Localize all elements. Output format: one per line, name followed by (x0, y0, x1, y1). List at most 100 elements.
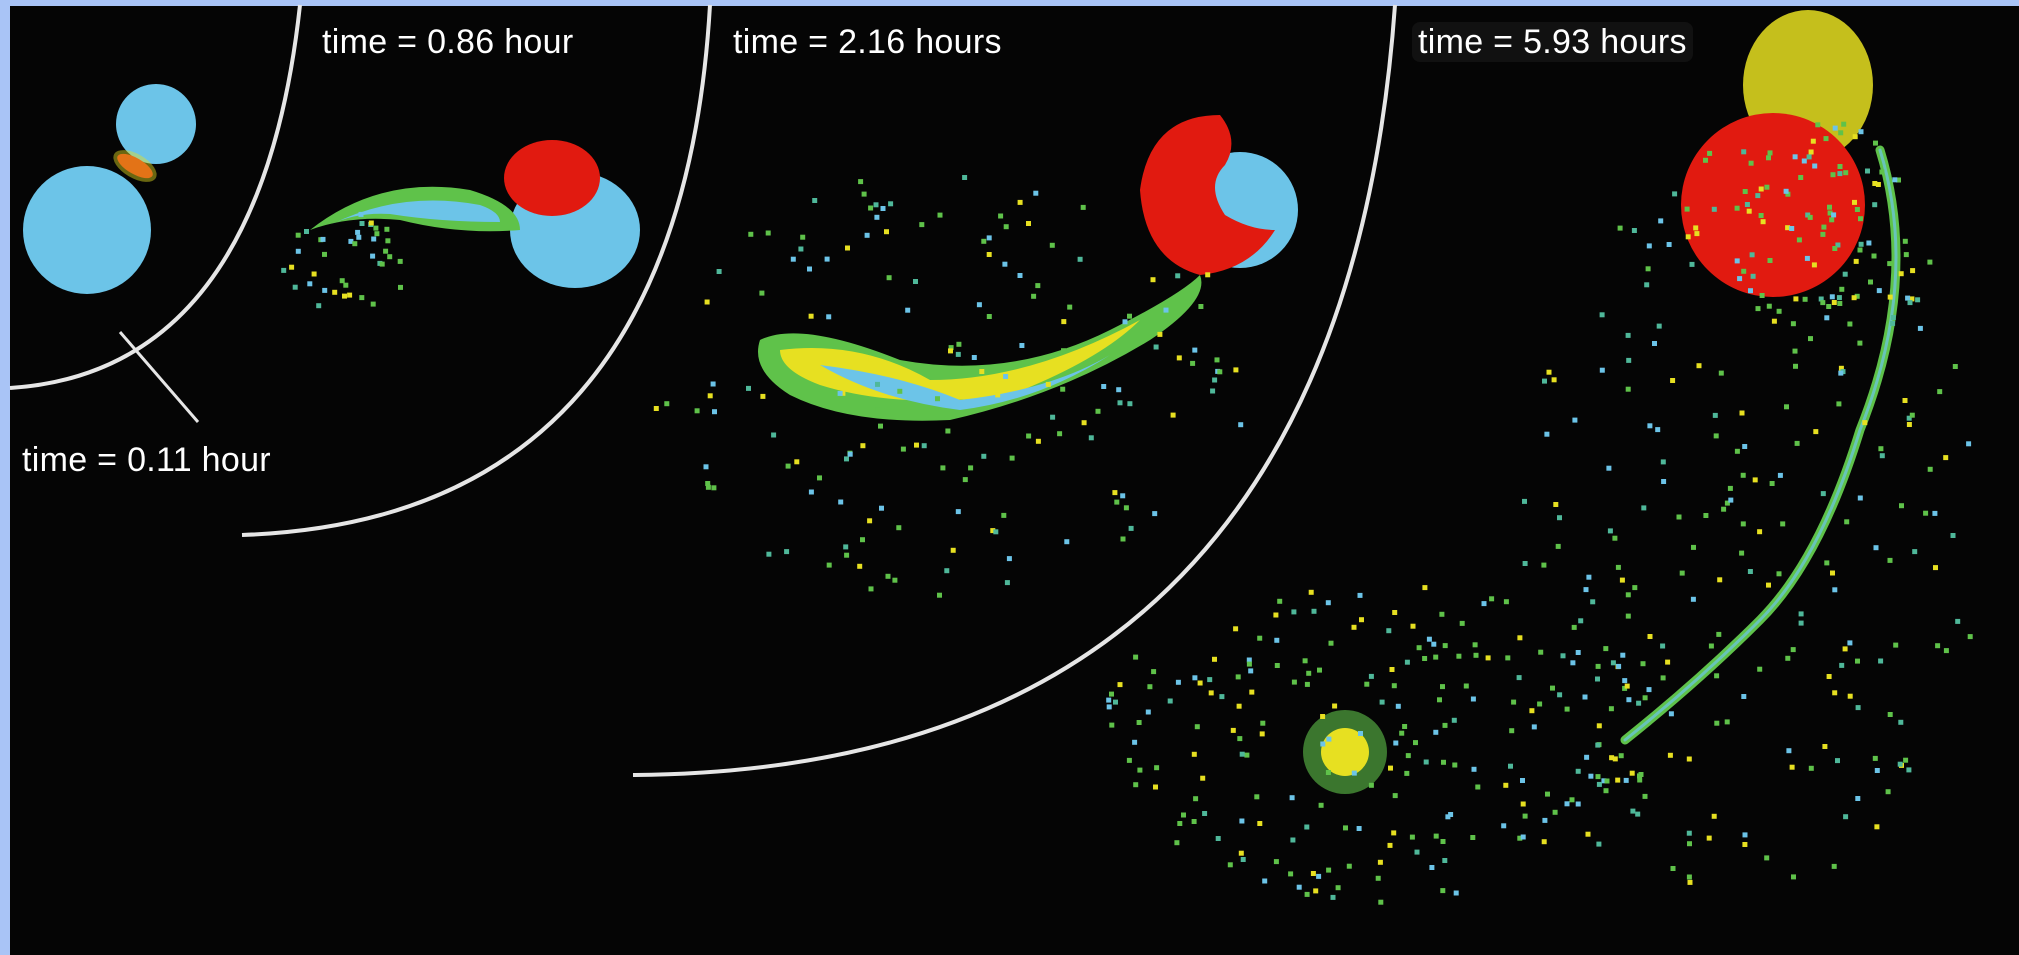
particle (1327, 747, 1333, 753)
particle (355, 229, 361, 235)
particle (1851, 295, 1857, 301)
particle (1644, 282, 1650, 288)
particle (1217, 369, 1223, 375)
particle (1793, 363, 1798, 369)
particle (1757, 529, 1763, 535)
particle (1789, 226, 1795, 231)
particle (1582, 694, 1588, 700)
particle (1892, 177, 1898, 183)
particle (986, 314, 992, 319)
particle (1852, 199, 1857, 205)
particle (962, 477, 968, 483)
particle (1625, 386, 1631, 392)
particle (1935, 643, 1941, 649)
particle (1595, 663, 1601, 669)
particle (1190, 360, 1196, 366)
particle (905, 307, 911, 313)
particle (840, 390, 846, 396)
particle (1517, 835, 1523, 841)
particle (1081, 420, 1087, 426)
particle (1741, 694, 1747, 699)
particle (1057, 431, 1063, 437)
particle (1205, 272, 1211, 278)
particle (1927, 466, 1933, 472)
particle (1798, 620, 1804, 626)
particle (1629, 770, 1635, 776)
particle (1552, 809, 1558, 815)
particle (1157, 331, 1163, 337)
particle (1748, 288, 1753, 294)
frame-4-remnant (1303, 10, 1901, 794)
particle (295, 248, 301, 254)
particle (664, 401, 670, 407)
particle (1626, 697, 1632, 703)
particle (1841, 121, 1847, 127)
particle (1239, 751, 1245, 757)
particle (748, 231, 754, 237)
particle (1832, 246, 1838, 251)
particle (1714, 720, 1720, 726)
particle (1470, 835, 1476, 840)
particle (1215, 836, 1221, 841)
particle (1790, 647, 1796, 653)
particle (1967, 634, 1973, 640)
particle (387, 254, 393, 260)
particle (281, 267, 287, 273)
particle (1442, 858, 1448, 863)
particle (1197, 680, 1203, 686)
particle (1890, 320, 1896, 326)
particle (1167, 698, 1173, 704)
particle (1599, 367, 1605, 373)
particle (1239, 818, 1245, 824)
particle (1739, 550, 1745, 556)
particle (875, 381, 880, 387)
particle (1452, 762, 1458, 768)
particle (1810, 138, 1816, 144)
particle (1262, 878, 1268, 884)
particle (1109, 722, 1115, 728)
particle (1520, 801, 1526, 807)
particle (1163, 307, 1169, 313)
particle (1248, 668, 1254, 674)
particle (322, 287, 328, 293)
particle (937, 592, 942, 598)
particle (1440, 888, 1446, 894)
particle (1906, 767, 1912, 773)
particle (1603, 788, 1609, 794)
particle (1128, 525, 1134, 531)
particle (1306, 670, 1312, 676)
particle (316, 303, 322, 309)
particle (1737, 276, 1743, 282)
particle (347, 292, 353, 298)
particle (1676, 514, 1682, 520)
particle (1687, 879, 1693, 885)
particle (1575, 801, 1581, 807)
particle (1296, 884, 1302, 890)
particle (1660, 459, 1666, 465)
particle (352, 241, 358, 247)
particle (1853, 258, 1859, 264)
particle (1728, 497, 1734, 503)
particle (1009, 455, 1015, 461)
particle (311, 271, 317, 277)
particle (1433, 729, 1439, 735)
particle (1838, 365, 1844, 371)
small-clump (1321, 728, 1369, 776)
particle (1893, 642, 1899, 648)
figure-frame-top (0, 0, 2019, 6)
particle (1442, 643, 1448, 649)
particle (1564, 801, 1570, 807)
particle (1905, 295, 1911, 301)
particle (1792, 154, 1798, 160)
particle (1233, 626, 1239, 632)
particle (1747, 569, 1753, 574)
particle (1622, 678, 1628, 684)
particle (979, 369, 985, 374)
particle (1855, 705, 1861, 711)
particle (868, 356, 874, 362)
particle (1356, 826, 1362, 831)
particle (1174, 840, 1180, 846)
particle (1026, 221, 1031, 226)
particle (1553, 502, 1559, 507)
